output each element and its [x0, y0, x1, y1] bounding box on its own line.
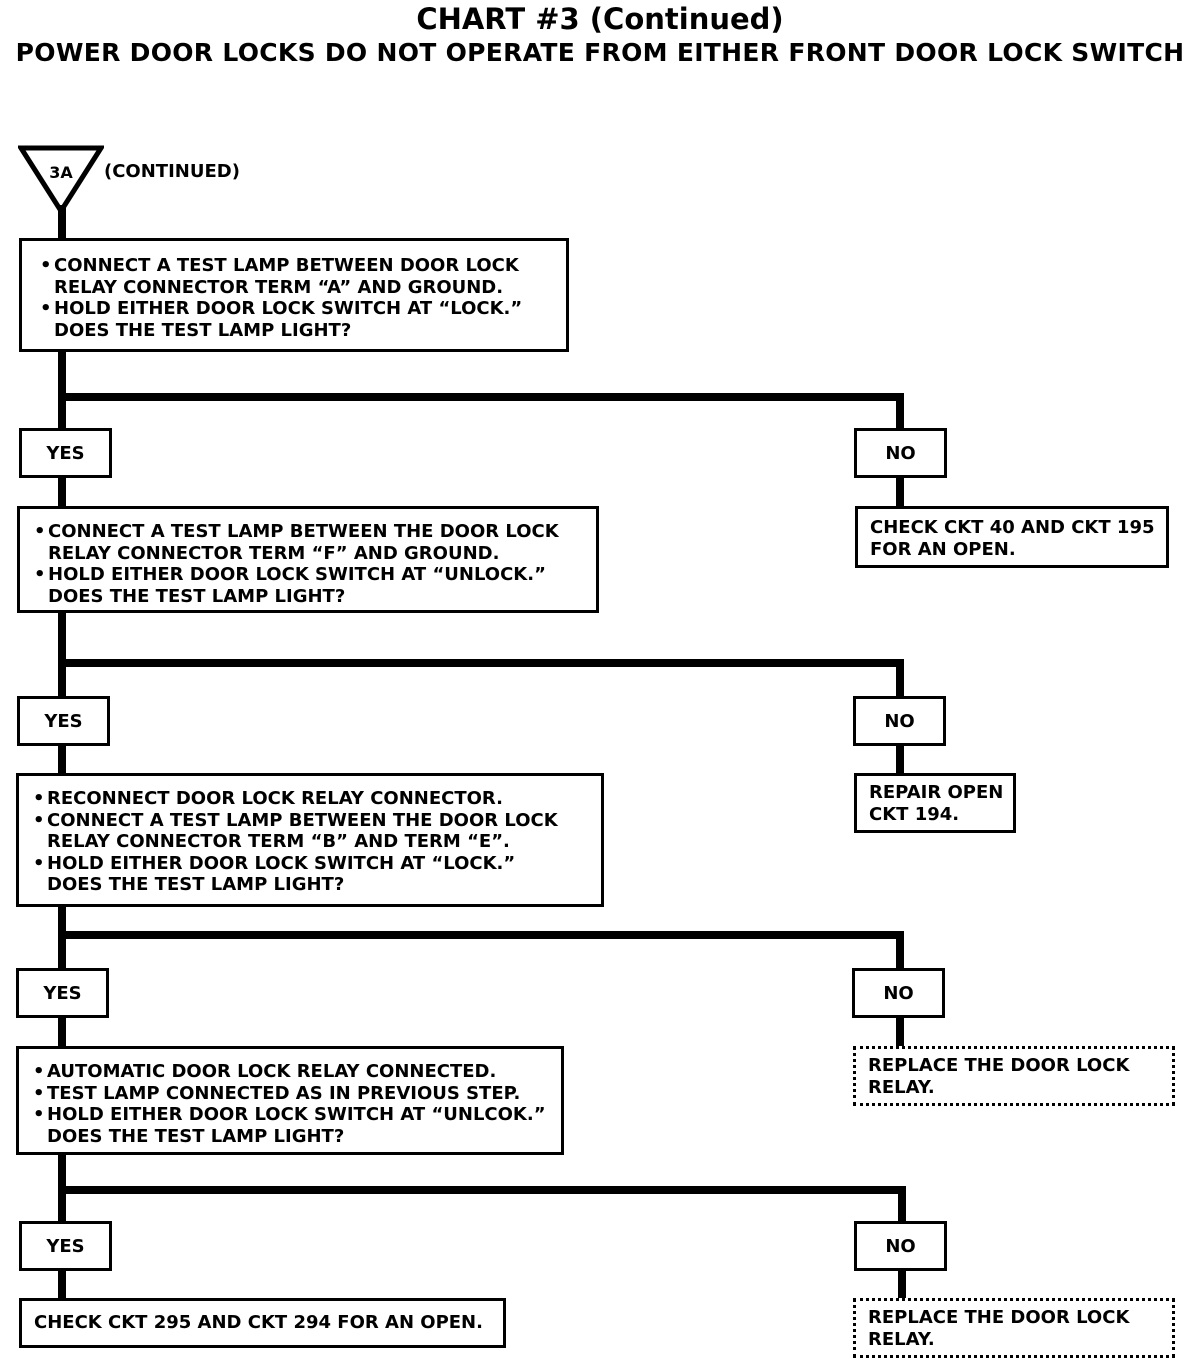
step-3-line-3: HOLD EITHER DOOR LOCK SWITCH AT “LOCK.” … — [29, 853, 601, 896]
step-4-line-2: TEST LAMP CONNECTED AS IN PREVIOUS STEP. — [29, 1083, 561, 1105]
start-connector-triangle: 3A — [18, 145, 104, 215]
step-1-no-action: CHECK CKT 40 AND CKT 195 FOR AN OPEN. — [855, 506, 1169, 568]
step-2-no-action-text: REPAIR OPEN CKT 194. — [869, 782, 1004, 825]
step-1-line-1: CONNECT A TEST LAMP BETWEEN DOOR LOCK RE… — [36, 255, 566, 298]
step-4-no-action-text: REPLACE THE DOOR LOCK RELAY. — [868, 1307, 1130, 1350]
flow-line — [58, 659, 904, 667]
flow-line — [58, 478, 66, 508]
step-1-no-action-text: CHECK CKT 40 AND CKT 195 FOR AN OPEN. — [870, 517, 1155, 560]
step-2-no-action: REPAIR OPEN CKT 194. — [854, 773, 1016, 833]
final-yes-action-text: CHECK CKT 295 AND CKT 294 FOR AN OPEN. — [34, 1312, 483, 1333]
final-yes-action: CHECK CKT 295 AND CKT 294 FOR AN OPEN. — [19, 1298, 506, 1348]
step-2-line-1: CONNECT A TEST LAMP BETWEEN THE DOOR LOC… — [30, 521, 596, 564]
step-1-yes: YES — [19, 428, 112, 478]
step-4-yes: YES — [19, 1221, 112, 1271]
flow-line — [58, 1018, 66, 1048]
flow-line — [896, 1018, 904, 1048]
flow-line — [58, 931, 904, 939]
flow-line — [58, 350, 66, 430]
step-4-line-1: AUTOMATIC DOOR LOCK RELAY CONNECTED. — [29, 1061, 561, 1083]
step-3-no: NO — [852, 968, 945, 1018]
flow-line — [898, 1186, 906, 1223]
flow-line — [898, 1270, 906, 1300]
step-4-no: NO — [854, 1221, 947, 1271]
step-4-line-3: HOLD EITHER DOOR LOCK SWITCH AT “UNLCOK.… — [29, 1104, 561, 1147]
flow-line — [896, 393, 904, 430]
step-4-no-action: REPLACE THE DOOR LOCK RELAY. — [853, 1298, 1175, 1358]
step-3-box: RECONNECT DOOR LOCK RELAY CONNECTOR. CON… — [16, 773, 604, 907]
step-3-no-action-text: REPLACE THE DOOR LOCK RELAY. — [868, 1055, 1130, 1098]
flow-line — [896, 931, 904, 970]
flow-line — [58, 1186, 906, 1194]
step-2-yes: YES — [17, 696, 110, 746]
chart-subtitle: POWER DOOR LOCKS DO NOT OPERATE FROM EIT… — [15, 38, 1185, 67]
chart-title: CHART #3 (Continued) — [416, 2, 784, 36]
continued-note: (CONTINUED) — [104, 161, 240, 182]
step-3-yes: YES — [16, 968, 109, 1018]
step-2-line-2: HOLD EITHER DOOR LOCK SWITCH AT “UNLOCK.… — [30, 564, 596, 607]
flow-line — [58, 1270, 66, 1300]
flow-line — [896, 745, 904, 775]
flow-line — [58, 393, 904, 401]
step-2-no: NO — [853, 696, 946, 746]
step-1-line-2: HOLD EITHER DOOR LOCK SWITCH AT “LOCK.” … — [36, 298, 566, 341]
flow-line — [58, 205, 66, 240]
step-3-line-1: RECONNECT DOOR LOCK RELAY CONNECTOR. — [29, 788, 601, 810]
step-3-no-action: REPLACE THE DOOR LOCK RELAY. — [853, 1046, 1175, 1106]
start-label: 3A — [49, 163, 73, 182]
step-4-box: AUTOMATIC DOOR LOCK RELAY CONNECTED. TES… — [16, 1046, 564, 1155]
step-1-no: NO — [854, 428, 947, 478]
step-3-line-2: CONNECT A TEST LAMP BETWEEN THE DOOR LOC… — [29, 810, 601, 853]
step-2-box: CONNECT A TEST LAMP BETWEEN THE DOOR LOC… — [17, 506, 599, 613]
flow-line — [896, 659, 904, 698]
step-1-box: CONNECT A TEST LAMP BETWEEN DOOR LOCK RE… — [19, 238, 569, 352]
flow-line — [896, 478, 904, 508]
flow-line — [58, 745, 66, 775]
flow-line — [58, 610, 66, 698]
